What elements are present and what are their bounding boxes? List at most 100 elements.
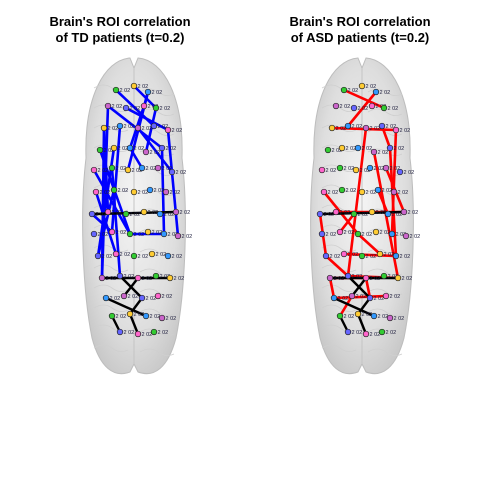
edge-line — [106, 104, 164, 150]
sulcus-right — [139, 88, 175, 96]
edge-line — [166, 128, 180, 238]
roi-node-label: 2 02 — [108, 126, 119, 132]
roi-node-label: 2 02 — [344, 230, 355, 236]
roi-node — [366, 164, 374, 172]
roi-node — [144, 88, 152, 96]
roi-node-label: 2 02 — [390, 166, 401, 172]
roi-node-label: 2 02 — [408, 210, 419, 216]
roi-node-label: 2 02 — [340, 210, 351, 216]
roi-node — [378, 328, 386, 336]
roi-node-label: 2 02 — [110, 296, 121, 302]
roi-node — [318, 166, 326, 174]
roi-node — [108, 164, 116, 172]
edge-line — [136, 126, 174, 174]
roi-node-label: 2 02 — [138, 190, 149, 196]
sulcus-left — [321, 344, 357, 352]
roi-node — [316, 210, 324, 218]
roi-node — [328, 124, 336, 132]
roi-node — [354, 144, 362, 152]
roi-node-label: 2 02 — [124, 274, 135, 280]
roi-node-label: 2 02 — [138, 254, 149, 260]
roi-node-label: 2 02 — [362, 312, 373, 318]
roi-node — [350, 104, 358, 112]
roi-node — [390, 188, 398, 196]
roi-node — [348, 292, 356, 300]
roi-node-label: 2 02 — [394, 146, 405, 152]
shared-edge-line — [128, 312, 140, 336]
roi-node-label: 2 02 — [370, 276, 381, 282]
roi-node-label: 2 02 — [404, 170, 415, 176]
roi-node-label: 2 02 — [142, 276, 153, 282]
edge-line — [328, 276, 336, 300]
roi-node-label: 2 02 — [370, 332, 381, 338]
roi-node — [366, 294, 374, 302]
roi-node — [350, 210, 358, 218]
roi-node-label: 2 02 — [142, 126, 153, 132]
edge-line — [356, 232, 382, 256]
sulcus-left — [93, 124, 129, 132]
roi-node — [134, 330, 142, 338]
sulcus-right — [139, 168, 175, 176]
roi-node-label: 2 02 — [172, 254, 183, 260]
roi-node — [332, 208, 340, 216]
roi-node-label: 2 02 — [152, 90, 163, 96]
roi-node-label: 2 02 — [380, 230, 391, 236]
roi-node — [172, 208, 180, 216]
roi-node — [130, 252, 138, 260]
roi-node-label: 2 02 — [400, 128, 411, 134]
roi-node — [142, 312, 150, 320]
roi-node-label: 2 02 — [116, 230, 127, 236]
roi-node-label: 2 02 — [150, 150, 161, 156]
roi-node-label: 2 02 — [344, 166, 355, 172]
edge-line — [110, 166, 122, 278]
roi-node-label: 2 02 — [98, 232, 109, 238]
roi-node — [98, 274, 106, 282]
roi-node-label: 2 02 — [324, 212, 335, 218]
sulcus-right — [367, 328, 403, 336]
roi-node — [90, 230, 98, 238]
roi-node — [104, 208, 112, 216]
shared-edge-line — [128, 296, 144, 316]
roi-node — [142, 148, 150, 156]
roi-node — [376, 250, 384, 258]
roi-node — [158, 144, 166, 152]
roi-node-label: 2 02 — [98, 168, 109, 174]
edge-line — [324, 254, 350, 278]
roi-node-label: 2 02 — [112, 210, 123, 216]
roi-node-label: 2 02 — [156, 252, 167, 258]
roi-node-label: 2 02 — [116, 314, 127, 320]
roi-node-label: 2 02 — [130, 106, 141, 112]
roi-node — [168, 168, 176, 176]
roi-node — [134, 274, 142, 282]
edge-line — [338, 212, 356, 234]
edge-line — [160, 146, 166, 236]
roi-node-label: 2 02 — [392, 212, 403, 218]
brain-panel-td: 2 02 2 02 2 02 2 02 2 02 2 02 2 02 2 02 2 02 2 02… — [82, 57, 192, 375]
roi-node — [382, 292, 390, 300]
roi-node — [124, 166, 132, 174]
roi-node — [154, 292, 162, 300]
roi-node-label: 2 02 — [336, 126, 347, 132]
sulcus-right — [139, 288, 175, 296]
roi-node-label: 2 02 — [340, 104, 351, 110]
roi-node — [164, 252, 172, 260]
edge-line — [364, 276, 372, 300]
roi-node-label: 2 02 — [410, 234, 421, 240]
roi-node-label: 2 02 — [352, 274, 363, 280]
sulcus-left — [93, 264, 129, 272]
roi-node-label: 2 02 — [104, 148, 115, 154]
roi-node — [400, 208, 408, 216]
sulcus-right — [139, 108, 175, 116]
roi-node — [110, 144, 118, 152]
roi-node-label: 2 02 — [380, 90, 391, 96]
roi-node-label: 2 02 — [134, 232, 145, 238]
roi-node-label: 2 02 — [142, 332, 153, 338]
roi-node — [166, 274, 174, 282]
roi-node — [144, 228, 152, 236]
roi-node-label: 2 02 — [366, 254, 377, 260]
roi-node — [362, 274, 370, 282]
roi-node — [324, 146, 332, 154]
shared-edge-line — [356, 296, 372, 316]
roi-node — [138, 164, 146, 172]
